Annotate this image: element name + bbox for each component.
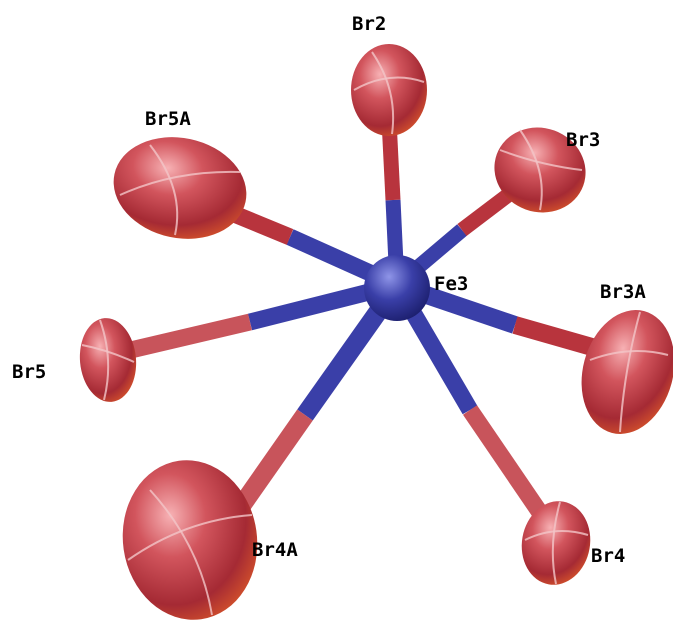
atom-br5 (79, 318, 137, 402)
label-br2: Br2 (352, 13, 386, 35)
atom-br4a (122, 460, 258, 620)
atoms (79, 44, 673, 620)
atom-br5a (113, 137, 247, 239)
label-br5: Br5 (12, 361, 46, 383)
atom-br3a (581, 310, 673, 434)
atom-labels: Br2 Br3 Br3A Br4 Br4A Br5 Br5A Fe3 (12, 13, 646, 567)
atom-br4 (521, 501, 591, 585)
label-fe3: Fe3 (434, 273, 468, 295)
label-br4a: Br4A (252, 539, 298, 561)
label-br4: Br4 (591, 545, 625, 567)
atom-br2 (351, 44, 427, 136)
label-br5a: Br5A (145, 108, 191, 130)
atom-fe3 (364, 255, 430, 321)
label-br3: Br3 (566, 129, 600, 151)
label-br3a: Br3A (600, 281, 646, 303)
atom-br3 (494, 127, 586, 213)
